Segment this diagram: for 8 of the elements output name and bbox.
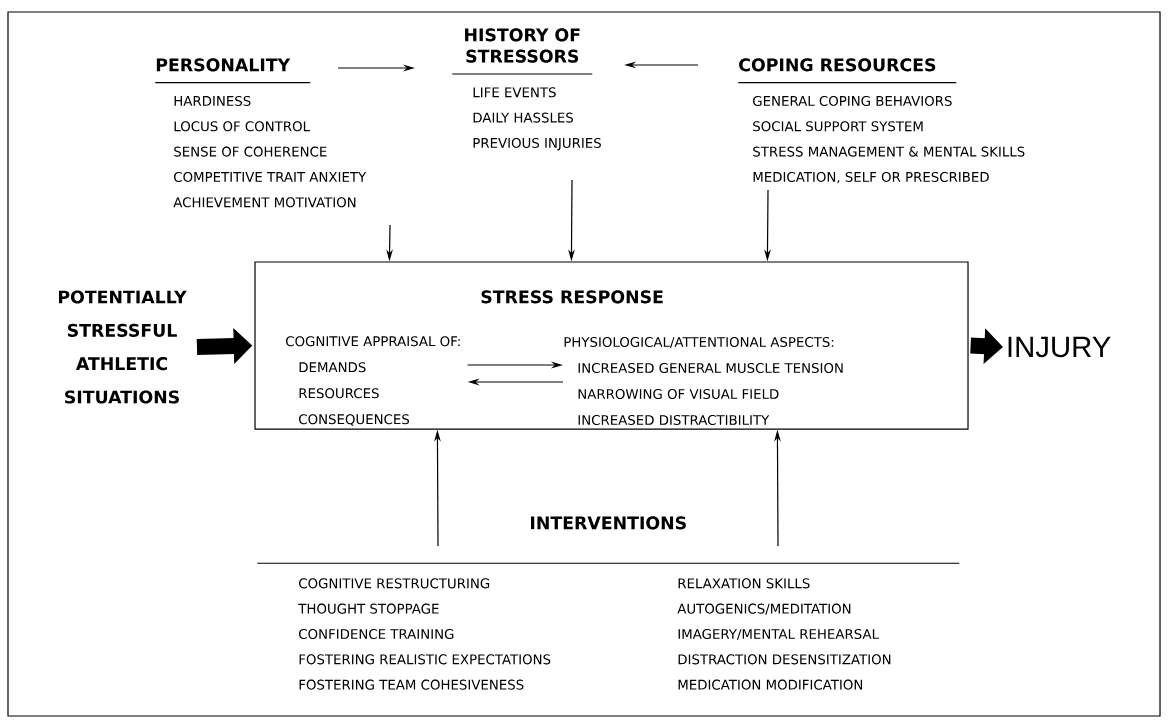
input-label: POTENTIALLY STRESSFUL ATHLETIC SITUATIONS <box>59 290 187 404</box>
outcome-label: INJURY <box>1008 336 1111 358</box>
text-group: PHYSIOLOGICAL/ATTENTIONAL ASPECTS: INCREASED GENERAL MUSCLE TENSION NARROWING OF VISUAL FIELD INCREASED DISTRACTIBILITY <box>564 336 843 426</box>
text-group: HISTORY OF STRESSORS LIFE EVENTS DAILY HASSLES PREVIOUS INJURIES <box>451 28 601 151</box>
text-group: PERSONALITY HARDINESS LOCUS OF CONTROL SENSE OF COHERENCE COMPETITIVE TRAIT ANXIETY ACHIEVEMENT MOTIVATION <box>154 58 367 208</box>
text-group: INTERVENTIONS COGNITIVE RESTRUCTURING THOUGHT STOPPAGE CONFIDENCE TRAINING FOSTERING REALISTIC EXPECTATIONS FOSTERING TEAM COHESIVENESS RELAXATION SKILLS AUTOGENICS/MEDITATION IMAGERY/MENTAL REHEARSAL DISTRACTION DESENSITIZATION MEDICATION MODIFICATION <box>256 516 960 690</box>
text-group: COPING RESOURCES GENERAL COPING BEHAVIORS SOCIAL SUPPORT SYSTEM STRESS MANAGEMENT & MENTAL SKILLS MEDICATION, SELF OR PRESCRIBED <box>737 58 1025 184</box>
text-group: COGNITIVE APPRAISAL OF: DEMANDS RESOURCES CONSEQUENCES <box>286 336 460 426</box>
